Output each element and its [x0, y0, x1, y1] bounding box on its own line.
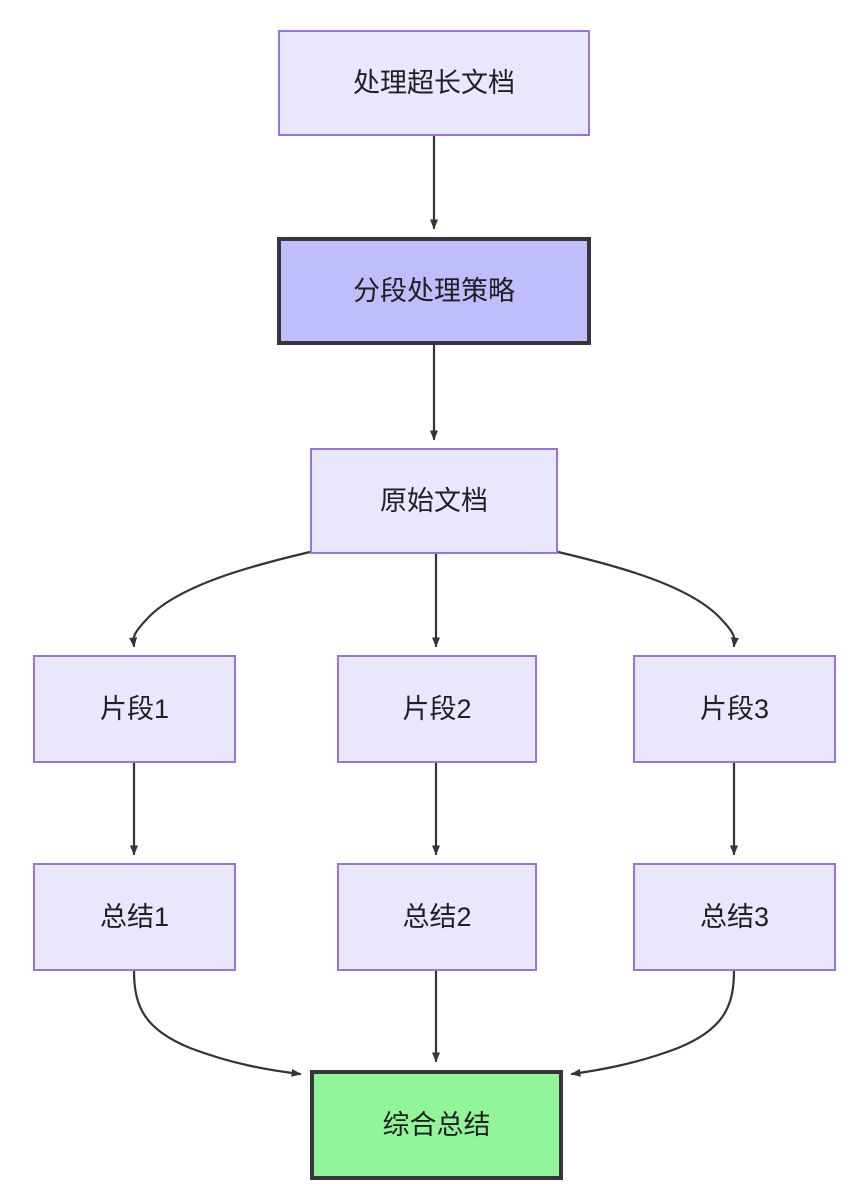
edge-source-doc-to-fragment-3: [556, 550, 739, 648]
edge-summary-3-to-final-summary: [570, 969, 736, 1077]
node-strategy[interactable]: 分段处理策略: [277, 237, 591, 345]
node-fragment-1[interactable]: 片段1: [33, 655, 236, 763]
node-label-source-doc: 原始文档: [380, 485, 488, 516]
node-label-fragment-3: 片段3: [699, 693, 770, 724]
node-summary-1[interactable]: 总结1: [33, 863, 236, 971]
node-summary-2[interactable]: 总结2: [337, 863, 537, 971]
node-final-summary[interactable]: 综合总结: [310, 1070, 563, 1180]
node-doc-task[interactable]: 处理超长文档: [278, 30, 590, 136]
node-label-final-summary: 综合总结: [382, 1109, 491, 1140]
node-label-summary-3: 总结3: [699, 901, 770, 932]
node-fragment-2[interactable]: 片段2: [337, 655, 537, 763]
edge-source-doc-to-fragment-1: [129, 550, 312, 648]
node-label-fragment-1: 片段1: [99, 693, 170, 724]
node-label-doc-task: 处理超长文档: [353, 67, 515, 98]
node-summary-3[interactable]: 总结3: [633, 863, 836, 971]
node-label-strategy: 分段处理策略: [353, 275, 515, 306]
node-label-summary-2: 总结2: [402, 901, 472, 932]
edge-summary-1-to-final-summary: [132, 969, 302, 1077]
node-source-doc[interactable]: 原始文档: [310, 448, 558, 554]
node-label-fragment-2: 片段2: [402, 693, 472, 724]
node-fragment-3[interactable]: 片段3: [633, 655, 836, 763]
node-label-summary-1: 总结1: [99, 901, 170, 932]
edges-group: [129, 134, 739, 1077]
